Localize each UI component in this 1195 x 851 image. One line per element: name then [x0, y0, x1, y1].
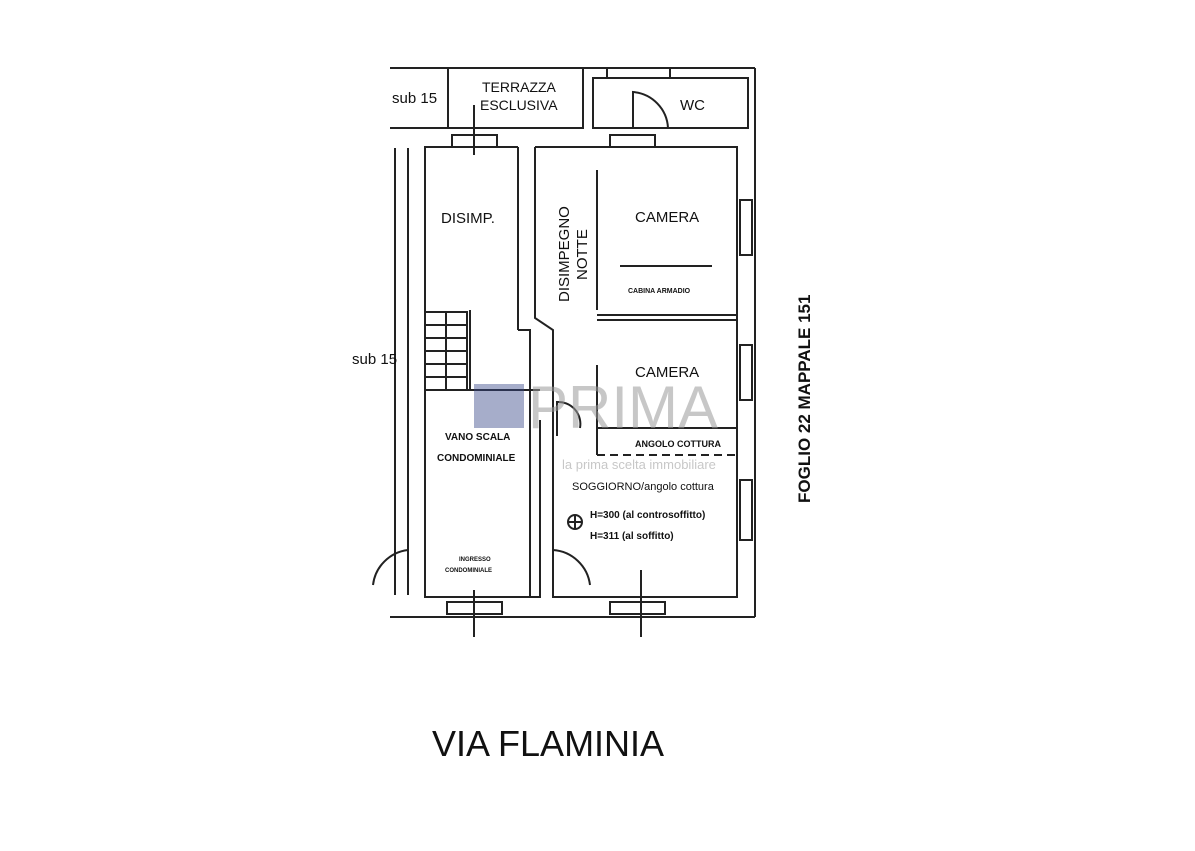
label-soggiorno: SOGGIORNO/angolo cottura: [572, 481, 715, 493]
watermark: PRIMA la prima scelta immobiliare: [474, 374, 718, 472]
label-camera-2: CAMERA: [635, 364, 699, 381]
label-cabina-armadio: CABINA ARMADIO: [628, 288, 691, 295]
label-ingresso: INGRESSO: [459, 557, 491, 563]
label-height-soffitto: H=311 (al soffitto): [590, 531, 674, 542]
label-wc: WC: [680, 97, 705, 114]
label-angolo-cottura: ANGOLO COTTURA: [635, 439, 721, 449]
label-sub15-left: sub 15: [352, 351, 397, 368]
street-name: VIA FLAMINIA: [432, 723, 664, 764]
walls: [372, 67, 756, 637]
label-condominiale: CONDOMINIALE: [437, 453, 516, 464]
staircase: [424, 311, 468, 391]
watermark-logo-icon: [474, 384, 524, 428]
cadastral-reference: FOGLIO 22 MAPPALE 151: [795, 295, 814, 503]
label-ingresso-condominiale: CONDOMINIALE: [445, 568, 492, 574]
label-terrazza: TERRAZZA: [482, 79, 557, 95]
label-sub15-top: sub 15: [392, 90, 437, 107]
label-vano-scala: VANO SCALA: [445, 432, 510, 443]
label-height-controsoffitto: H=300 (al controsoffitto): [590, 510, 705, 521]
label-camera-1: CAMERA: [635, 209, 699, 226]
label-disimp: DISIMP.: [441, 210, 495, 227]
label-esclusiva: ESCLUSIVA: [480, 97, 558, 113]
watermark-brand: PRIMA: [528, 374, 718, 441]
watermark-tagline: la prima scelta immobiliare: [562, 457, 716, 472]
label-notte: NOTTE: [574, 229, 591, 280]
label-disimpegno: DISIMPEGNO: [556, 206, 573, 302]
room-labels: sub 15 TERRAZZA ESCLUSIVA WC DISIMP. DIS…: [352, 79, 721, 574]
